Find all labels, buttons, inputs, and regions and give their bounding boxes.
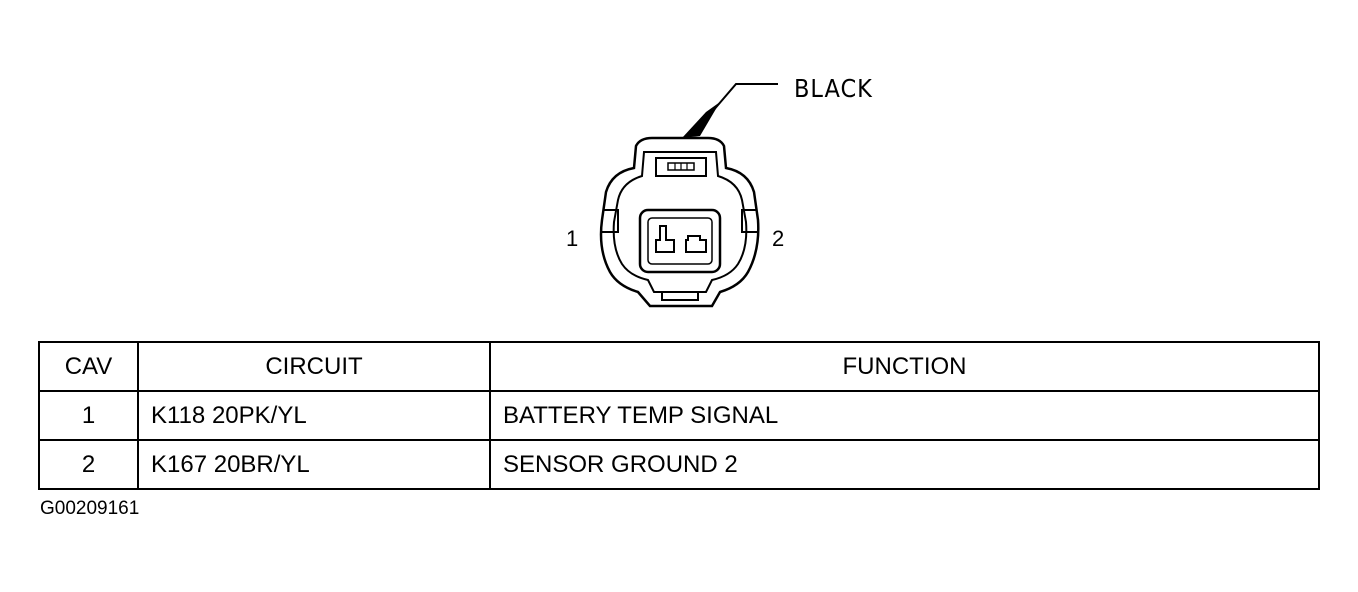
locking-tab [655,157,707,177]
connector-housing-inner [612,151,748,293]
pin-number-1: 1 [566,226,579,251]
cell-function: SENSOR GROUND 2 [489,439,1320,490]
leader-line [711,83,778,113]
cell-cav: 1 [38,390,139,441]
cavity-2 [685,235,707,253]
connector-color-label: BLACK [794,74,873,103]
table-header-row: CAV CIRCUIT FUNCTION [38,341,1320,392]
cell-function: BATTERY TEMP SIGNAL [489,390,1320,441]
header-function: FUNCTION [489,341,1320,392]
connector-diagram: BLACK 1 2 [540,60,900,320]
cavity-1 [655,225,675,253]
table-row: 2 K167 20BR/YL SENSOR GROUND 2 [38,439,1320,490]
table-row: 1 K118 20PK/YL BATTERY TEMP SIGNAL [38,390,1320,441]
connector-drawing [599,83,778,308]
left-notch [602,209,619,233]
cell-circuit: K167 20BR/YL [137,439,491,490]
cavity-block [638,208,722,274]
pin-number-2: 2 [772,226,785,251]
figure-id: G00209161 [40,498,140,519]
pinout-table: CAV CIRCUIT FUNCTION 1 K118 20PK/YL BATT… [38,341,1320,490]
leader-arrowhead [682,102,720,138]
header-cav: CAV [38,341,139,392]
cell-cav: 2 [38,439,139,490]
right-notch [741,209,758,233]
bottom-key [661,292,699,301]
header-circuit: CIRCUIT [137,341,491,392]
cell-circuit: K118 20PK/YL [137,390,491,441]
